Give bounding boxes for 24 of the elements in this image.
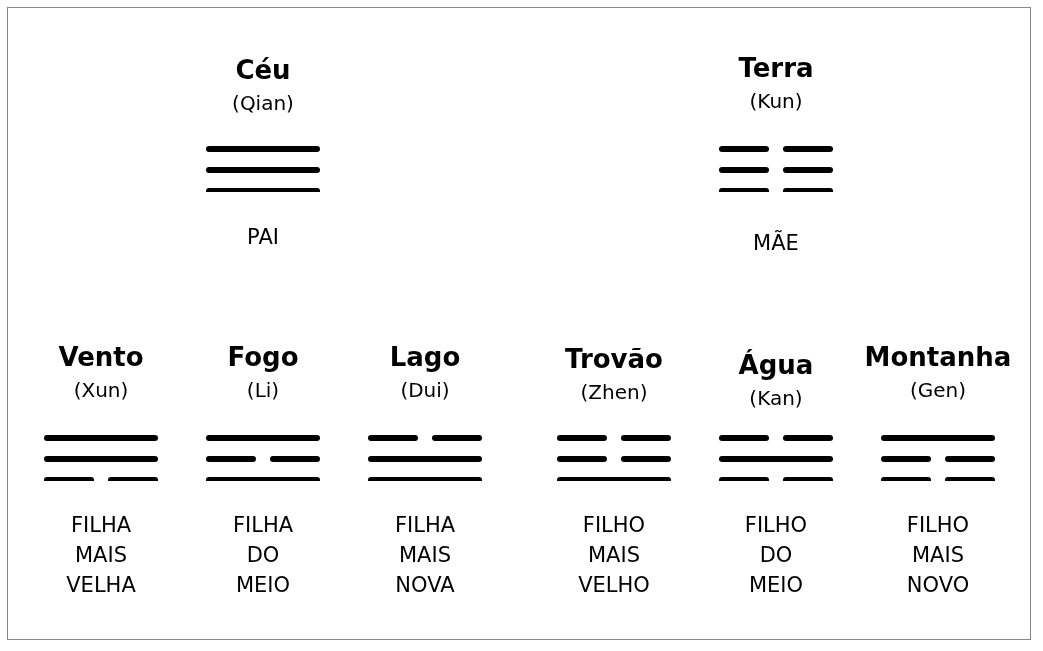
trigram-name: Água [738,350,814,380]
trigram-subtitle: (Kun) [749,89,803,113]
family-role: PAI [247,224,279,251]
family-role: FILHO MAIS VELHO [578,512,650,599]
trigram-name: Terra [738,53,814,83]
family-role: FILHO MAIS NOVO [906,512,970,599]
trigram-subtitle: (Qian) [232,91,294,115]
trigram-name: Trovão [565,344,663,374]
trigram-subtitle: (Dui) [400,378,450,402]
trigram-name: Céu [235,55,291,85]
trigram-name: Montanha [864,342,1012,372]
family-role: FILHO DO MEIO [744,512,808,599]
family-role: FILHA DO MEIO [232,512,294,599]
trigram-subtitle: (Xun) [73,378,129,402]
trigram-subtitle: (Li) [246,378,280,402]
trigram-subtitle: (Zhen) [580,380,648,404]
family-role: FILHA MAIS NOVA [394,512,456,599]
family-role: MÃE [753,229,799,257]
trigram-subtitle: (Gen) [909,378,967,402]
trigram-name: Lago [389,342,461,372]
trigram-name: Fogo [227,342,299,372]
trigram-name: Vento [58,342,144,372]
family-role: FILHA MAIS VELHA [66,512,136,599]
trigram-subtitle: (Kan) [749,386,803,410]
